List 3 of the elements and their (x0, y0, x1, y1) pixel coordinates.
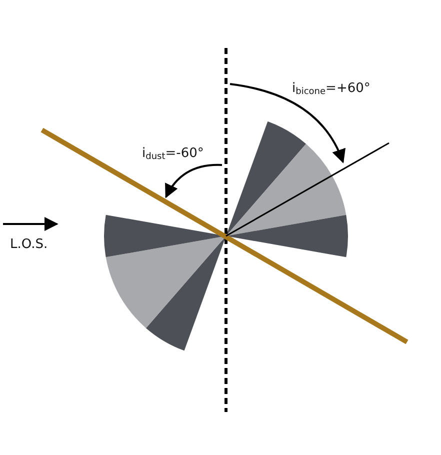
angle-label: i$_{bicone}$=+60° (292, 82, 370, 97)
line-of-sight-label: L.O.S. (10, 238, 48, 251)
angle-label: i$_{dust}$=-60° (142, 147, 204, 162)
